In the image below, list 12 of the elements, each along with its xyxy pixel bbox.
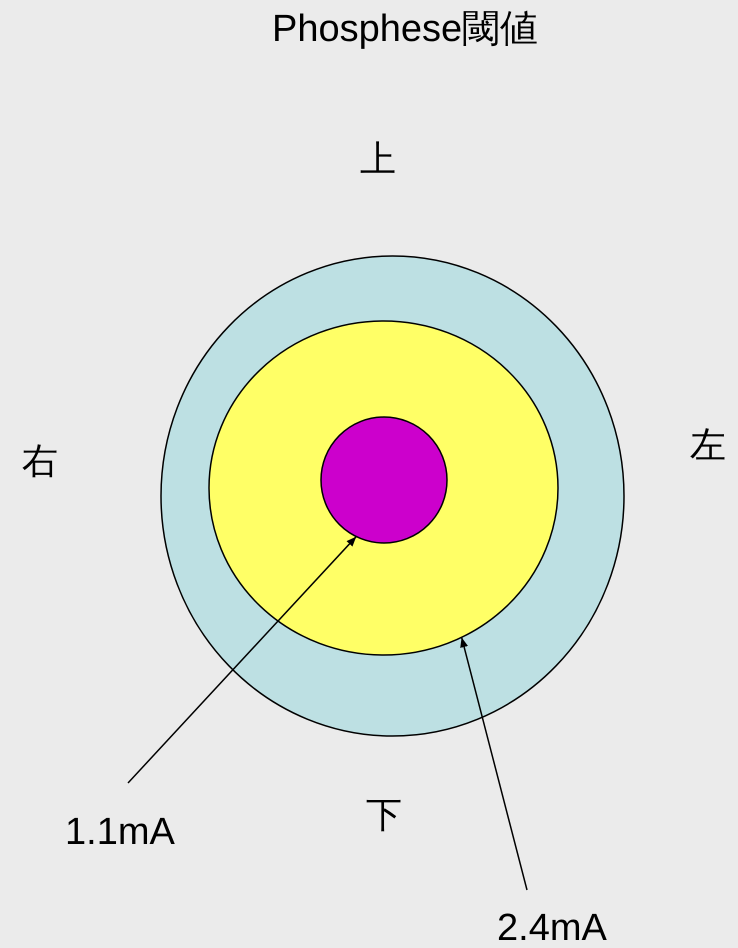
direction-label: 左 <box>690 424 726 466</box>
direction-label: 上 <box>360 138 396 180</box>
title: Phosphese閾値 <box>272 8 538 50</box>
value-label: 1.1mA <box>65 783 175 853</box>
direction-label: 下 <box>366 794 402 836</box>
outer-ring <box>160 255 625 737</box>
leader-arrow <box>127 536 357 784</box>
inner-circle <box>320 416 448 544</box>
leader-arrow <box>460 637 528 890</box>
middle-ring <box>208 320 559 656</box>
direction-label: 右 <box>22 440 58 482</box>
value-label: 2.4mA <box>497 890 607 948</box>
